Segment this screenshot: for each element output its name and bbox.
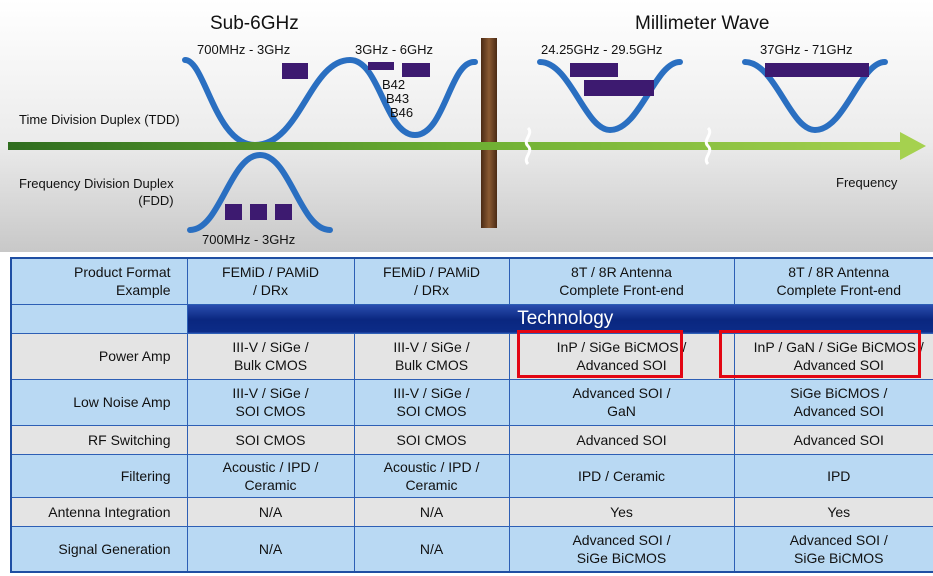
tdd-sub6-wave bbox=[182, 56, 478, 149]
fdd-label: Frequency Division Duplex (FDD) bbox=[19, 176, 174, 208]
table-cell: IPD bbox=[733, 453, 933, 498]
table-row: RF Switching SOI CMOS SOI CMOS Advanced … bbox=[10, 424, 933, 455]
axis-break-2 bbox=[704, 126, 712, 166]
table-cell: Advanced SOI / SiGe BiCMOS bbox=[733, 525, 933, 573]
row-label: RF Switching bbox=[10, 424, 188, 455]
product-format-row: Product Format Example FEMiD / PAMiD / D… bbox=[10, 257, 933, 305]
table-cell: Yes bbox=[508, 496, 735, 527]
row-label: Antenna Integration bbox=[10, 496, 188, 527]
table-cell: IPD / Ceramic bbox=[508, 453, 735, 498]
technology-table: Product Format Example FEMiD / PAMiD / D… bbox=[10, 257, 933, 573]
tdd-label: Time Division Duplex (TDD) bbox=[19, 112, 180, 127]
band-tdd-mid-label: 3GHz - 6GHz bbox=[355, 42, 434, 57]
table-cell: 8T / 8R Antenna Complete Front-end bbox=[733, 257, 933, 305]
table-cell: N/A bbox=[186, 525, 355, 573]
row-label: Power Amp bbox=[10, 332, 188, 380]
row-label: Signal Generation bbox=[10, 525, 188, 573]
table-cell: III-V / SiGe / SOI CMOS bbox=[353, 378, 510, 426]
table-cell: SOI CMOS bbox=[353, 424, 510, 455]
row-label: Filtering bbox=[10, 453, 188, 498]
table-cell: InP / GaN / SiGe BiCMOS / Advanced SOI bbox=[733, 332, 933, 380]
table-cell bbox=[10, 303, 188, 334]
highlight-box bbox=[719, 330, 921, 378]
mmwave-title: Millimeter Wave bbox=[635, 13, 770, 34]
band-block bbox=[402, 63, 430, 77]
band-block bbox=[275, 204, 292, 220]
table-cell: Acoustic / IPD / Ceramic bbox=[353, 453, 510, 498]
table-cell: SiGe BiCMOS / Advanced SOI bbox=[733, 378, 933, 426]
frequency-arrowhead bbox=[900, 132, 926, 160]
table-row: Signal Generation N/A N/A Advanced SOI /… bbox=[10, 525, 933, 573]
spectrum-diagram: Sub-6GHz Millimeter Wave 700MHz - 3GHz 3… bbox=[0, 0, 933, 252]
table-cell: Advanced SOI bbox=[733, 424, 933, 455]
technology-header-row: Technology bbox=[10, 303, 933, 334]
table-cell: InP / SiGe BiCMOS / Advanced SOI bbox=[508, 332, 735, 380]
band-mm-low-label: 24.25GHz - 29.5GHz bbox=[541, 42, 663, 57]
table-row: Filtering Acoustic / IPD / Ceramic Acous… bbox=[10, 453, 933, 498]
band-block bbox=[250, 204, 267, 220]
table-cell: Advanced SOI / GaN bbox=[508, 378, 735, 426]
table-row: Low Noise Amp III-V / SiGe / SOI CMOS II… bbox=[10, 378, 933, 426]
tdd-mm-high-wave bbox=[742, 59, 888, 134]
table-cell: FEMiD / PAMiD / DRx bbox=[353, 257, 510, 305]
band-fdd-low-label: 700MHz - 3GHz bbox=[202, 232, 296, 247]
axis-break-1 bbox=[524, 126, 532, 166]
table-cell: N/A bbox=[186, 496, 355, 527]
band-tdd-low-label: 700MHz - 3GHz bbox=[197, 42, 291, 57]
band-label-b43: B43 bbox=[386, 91, 410, 106]
table-cell: III-V / SiGe / Bulk CMOS bbox=[186, 332, 355, 380]
fdd-wave bbox=[187, 151, 333, 233]
frequency-label: Frequency bbox=[836, 175, 898, 190]
row-label: Product Format Example bbox=[10, 257, 188, 305]
table-cell: Yes bbox=[733, 496, 933, 527]
table-cell: III-V / SiGe / Bulk CMOS bbox=[353, 332, 510, 380]
section-divider bbox=[481, 38, 497, 228]
band-mm-high-label: 37GHz - 71GHz bbox=[760, 42, 853, 57]
table-cell: SOI CMOS bbox=[186, 424, 355, 455]
table-row: Antenna Integration N/A N/A Yes Yes bbox=[10, 496, 933, 527]
band-block bbox=[225, 204, 242, 220]
sub6-title: Sub-6GHz bbox=[210, 13, 299, 34]
tdd-mm-low-wave bbox=[537, 59, 683, 134]
table-row: Power Amp III-V / SiGe / Bulk CMOS III-V… bbox=[10, 332, 933, 380]
table-cell: Acoustic / IPD / Ceramic bbox=[186, 453, 355, 498]
table-cell: Advanced SOI bbox=[508, 424, 735, 455]
band-block bbox=[765, 63, 869, 77]
band-block bbox=[282, 63, 308, 79]
table-cell: 8T / 8R Antenna Complete Front-end bbox=[508, 257, 735, 305]
table-cell: Advanced SOI / SiGe BiCMOS bbox=[508, 525, 735, 573]
band-label-b46: B46 bbox=[390, 105, 414, 120]
band-block bbox=[584, 80, 654, 96]
band-block bbox=[368, 62, 394, 70]
diagram-background bbox=[0, 0, 933, 252]
band-block bbox=[570, 63, 618, 77]
band-label-b42: B42 bbox=[382, 77, 406, 92]
table-cell: N/A bbox=[353, 496, 510, 527]
spectrum-graphic bbox=[0, 0, 933, 252]
row-label: Low Noise Amp bbox=[10, 378, 188, 426]
table-cell: III-V / SiGe / SOI CMOS bbox=[186, 378, 355, 426]
technology-banner: Technology bbox=[186, 303, 933, 334]
table-cell: FEMiD / PAMiD / DRx bbox=[186, 257, 355, 305]
table-cell: N/A bbox=[353, 525, 510, 573]
highlight-box bbox=[517, 330, 683, 378]
frequency-axis bbox=[8, 142, 903, 150]
